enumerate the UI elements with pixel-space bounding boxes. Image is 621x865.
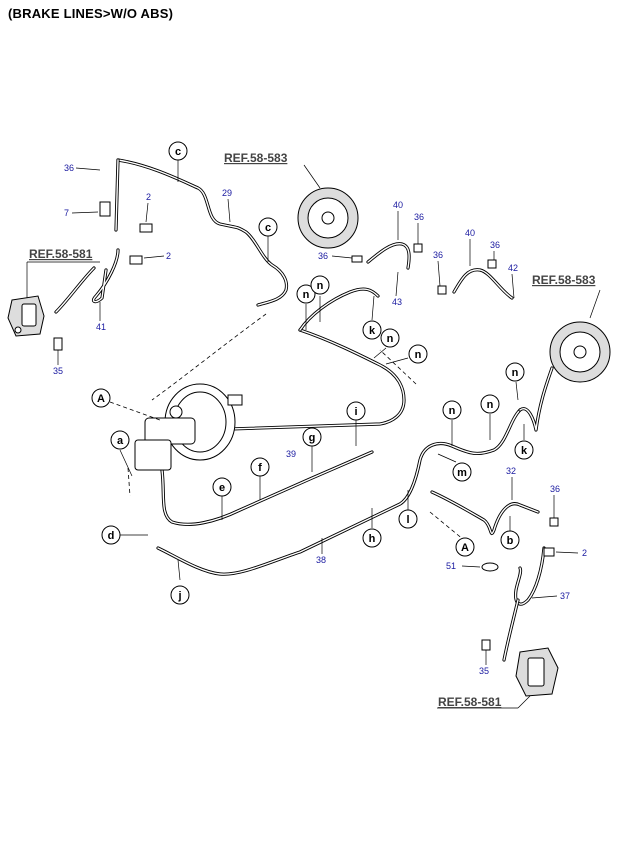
callout-i-label: i (354, 406, 357, 418)
callout-j-label: j (177, 590, 181, 602)
callout-d: d (101, 525, 121, 545)
callout-n2-label: n (317, 280, 324, 292)
callout-c1-label: c (175, 146, 181, 158)
ref-583-right: REF.58-583 (532, 273, 596, 287)
callout-n7-label: n (512, 367, 519, 379)
callout-n7: n (505, 362, 525, 382)
callout-h-label: h (369, 533, 376, 545)
callout-n4-label: n (415, 349, 422, 361)
part-2-b: 2 (166, 251, 171, 261)
callout-A1-label: A (97, 393, 105, 405)
callout-d-label: d (108, 530, 115, 542)
callout-n3-label: n (387, 333, 394, 345)
callout-b-label: b (507, 535, 514, 547)
callout-k2-label: k (521, 445, 528, 457)
part-2-c: 2 (582, 548, 587, 558)
part-39: 39 (286, 449, 296, 459)
part-numbers: 36 7 2 29 2 41 35 40 36 36 43 40 36 36 4… (53, 163, 587, 676)
brake-pipes (54, 158, 554, 662)
callout-j: j (170, 585, 190, 605)
callout-g: g (302, 427, 322, 447)
part-41: 41 (96, 322, 106, 332)
callout-n6-label: n (487, 399, 494, 411)
part-37: 37 (560, 591, 570, 601)
callout-i: i (346, 401, 366, 421)
part-40-b: 40 (465, 228, 475, 238)
callout-c2: c (258, 217, 278, 237)
callout-n6: n (480, 394, 500, 414)
callout-l: l (398, 509, 418, 529)
part-42: 42 (508, 263, 518, 273)
callout-leaders (26, 160, 601, 709)
callout-m: m (452, 462, 472, 482)
callout-n5-label: n (449, 405, 456, 417)
part-36-d: 36 (490, 240, 500, 250)
callout-m-label: m (457, 467, 467, 479)
part-2-a: 2 (146, 192, 151, 202)
part-40-a: 40 (393, 200, 403, 210)
brake-booster (134, 383, 243, 471)
callout-k2: k (514, 440, 534, 460)
callout-f: f (250, 457, 270, 477)
part-35-a: 35 (53, 366, 63, 376)
front-left-caliper (7, 295, 45, 337)
part-29: 29 (222, 188, 232, 198)
ref-581-bottom: REF.58-581 (438, 695, 502, 709)
callout-n1-label: n (303, 289, 310, 301)
callout-A2-label: A (461, 542, 469, 554)
callout-c1: c (168, 141, 188, 161)
ref-labels: REF.58-583 REF.58-581 REF.58-583 REF.58-… (29, 151, 596, 709)
callout-k1: k (362, 320, 382, 340)
rear-left-drum (297, 187, 359, 249)
callout-n3: n (380, 328, 400, 348)
callout-A1: A (91, 388, 111, 408)
callout-a-label: a (117, 435, 124, 447)
callout-A2: A (455, 537, 475, 557)
callout-e: e (212, 477, 232, 497)
part-36-a: 36 (64, 163, 74, 173)
ref-581-left: REF.58-581 (29, 247, 93, 261)
part-36-b: 36 (414, 212, 424, 222)
dashed-leaders (109, 313, 465, 541)
callout-n4: n (408, 344, 428, 364)
callout-a: a (110, 430, 130, 450)
callout-n1: n (296, 284, 316, 304)
part-38: 38 (316, 555, 326, 565)
callout-h: h (362, 528, 382, 548)
part-43: 43 (392, 297, 402, 307)
callout-g-label: g (309, 432, 316, 444)
part-36-f: 36 (550, 484, 560, 494)
page-title: (BRAKE LINES>W/O ABS) (8, 6, 174, 21)
part-7: 7 (64, 208, 69, 218)
callout-f-label: f (258, 462, 262, 474)
part-32: 32 (506, 466, 516, 476)
front-right-caliper (515, 647, 559, 697)
callout-k1-label: k (369, 325, 376, 337)
callout-l-label: l (406, 514, 409, 526)
part-36-e: 36 (433, 250, 443, 260)
part-35-b: 35 (479, 666, 489, 676)
ref-583-top: REF.58-583 (224, 151, 288, 165)
callout-c2-label: c (265, 222, 271, 234)
callout-e-label: e (219, 482, 225, 494)
rear-right-drum (549, 321, 611, 383)
callout-b: b (500, 530, 520, 550)
callout-n5: n (442, 400, 462, 420)
callout-n2: n (310, 275, 330, 295)
part-36-c: 36 (318, 251, 328, 261)
letter-callouts: c c A a d j e f g i h l m k k n n n n n … (91, 141, 534, 605)
part-51: 51 (446, 561, 456, 571)
